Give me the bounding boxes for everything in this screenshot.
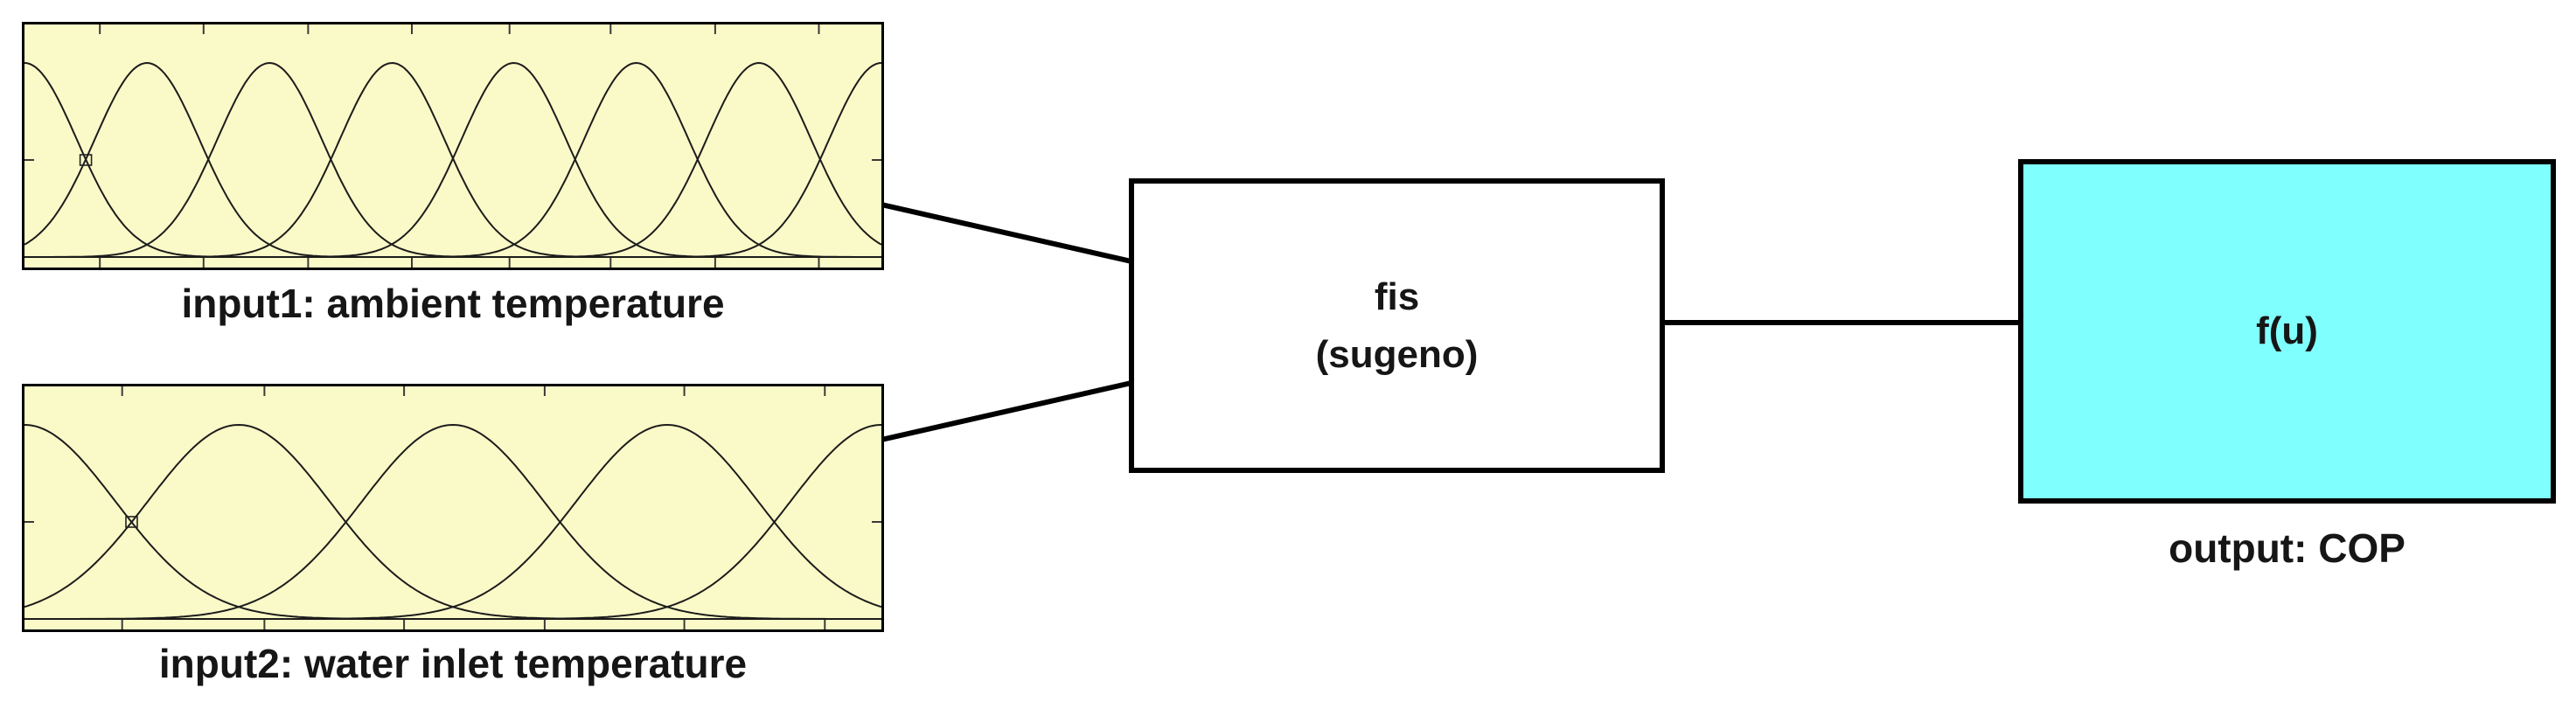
fis-method: (sugeno)	[1315, 332, 1479, 376]
output-block[interactable]: f(u)	[2018, 159, 2556, 504]
input2-mf-plot[interactable]	[22, 384, 884, 632]
input1-label: input1: ambient temperature	[181, 281, 725, 326]
input1-mf-curves	[24, 24, 881, 268]
fis-name: fis	[1374, 275, 1420, 318]
input2-mf-curves	[24, 386, 881, 629]
input2-label: input2: water inlet temperature	[158, 641, 748, 686]
output-label: output: COP	[2169, 525, 2405, 571]
input1-mf-plot[interactable]	[22, 22, 884, 270]
input1-to-fis-line	[881, 202, 1132, 264]
output-formula: f(u)	[2256, 309, 2318, 352]
fis-block[interactable]: fis (sugeno)	[1129, 178, 1665, 473]
input2-to-fis-line	[881, 380, 1132, 442]
